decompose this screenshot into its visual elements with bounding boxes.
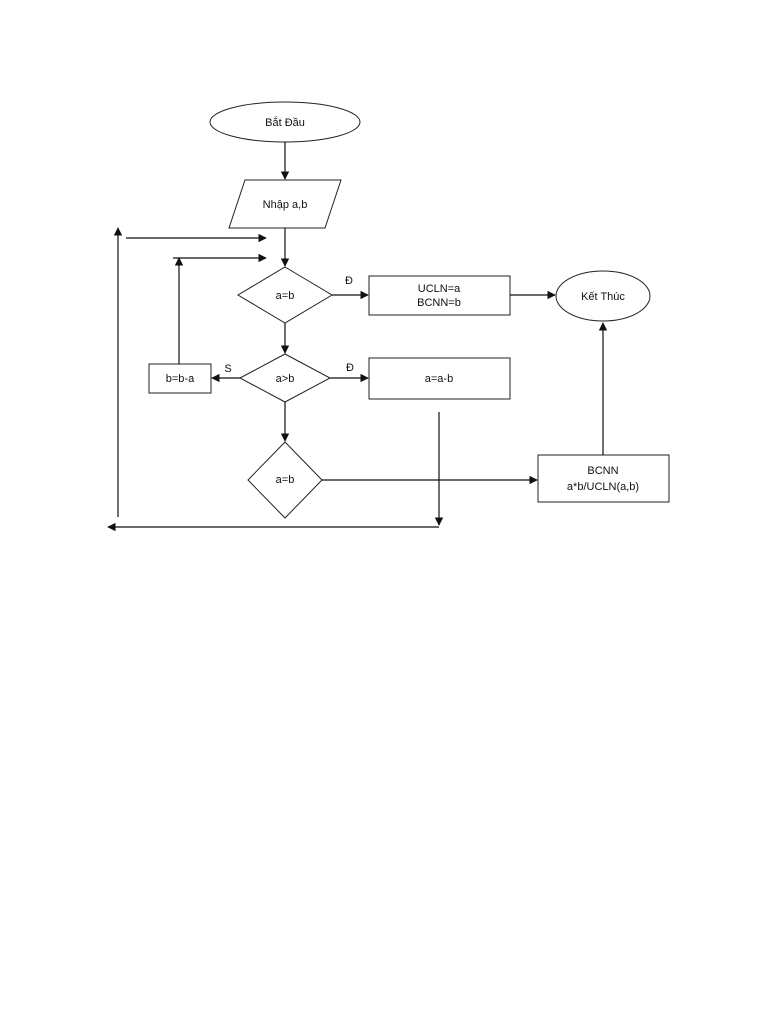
result-line1: UCLN=a (418, 283, 461, 295)
end-node: Kết Thúc (555, 270, 651, 322)
subtract-a-label: a=a-b (425, 373, 453, 385)
end-label: Kết Thúc (581, 291, 625, 303)
input-label: Nhập a,b (263, 199, 308, 211)
edge-label-equal-yes: Đ (345, 275, 353, 287)
lcm-line2: a*b/UCLN(a,b) (567, 481, 639, 493)
decision-equal-node: a=b (237, 266, 333, 324)
subtract-a-node: a=a-b (368, 357, 511, 400)
start-node: Bắt Đầu (209, 101, 361, 143)
decision-greater-label: a>b (276, 373, 295, 385)
input-node: Nhập a,b (228, 179, 342, 229)
edge-label-greater-no: S (224, 363, 231, 375)
subtract-b-node: b=b-a (148, 363, 212, 394)
decision-equal-2-node: a=b (247, 441, 323, 519)
lcm-node: BCNN a*b/UCLN(a,b) (537, 454, 670, 503)
decision-equal-2-label: a=b (276, 474, 295, 486)
decision-greater-node: a>b (238, 353, 332, 403)
lcm-line1: BCNN (587, 465, 618, 477)
decision-equal-label: a=b (276, 290, 295, 302)
result-node: UCLN=a BCNN=b (368, 275, 511, 316)
start-label: Bắt Đầu (265, 116, 305, 129)
subtract-b-label: b=b-a (166, 373, 195, 385)
result-line2: BCNN=b (417, 297, 461, 309)
edge-label-greater-yes: Đ (346, 362, 354, 374)
